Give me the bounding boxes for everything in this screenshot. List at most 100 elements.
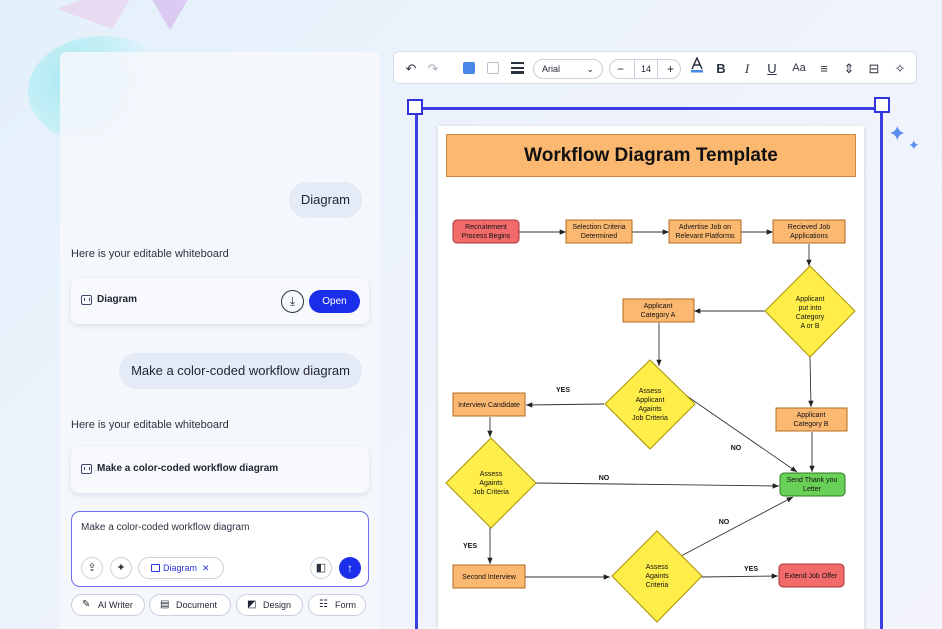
undo-icon[interactable]: ↶: [405, 61, 417, 76]
document-icon: ▤: [160, 599, 170, 610]
node-process[interactable]: [668, 219, 742, 244]
sparkle-icon: ✦: [908, 137, 920, 153]
magic-wand-icon: ✎: [82, 599, 91, 610]
edge-label-yes: YES: [744, 566, 758, 573]
tool-label: AI Writer: [98, 600, 133, 610]
stroke-color-swatch[interactable]: [487, 62, 499, 74]
line-weight-icon[interactable]: [511, 62, 524, 74]
edge-label-yes: YES: [556, 387, 570, 394]
underline-button[interactable]: U: [767, 61, 777, 76]
user-message: Diagram: [288, 182, 362, 218]
node-text: Process Begins: [462, 233, 511, 240]
node-decision[interactable]: [445, 437, 537, 529]
ai-writer-button[interactable]: ✎ AI Writer: [71, 594, 145, 616]
selection-frame[interactable]: [415, 107, 883, 629]
design-icon: ◩: [247, 599, 257, 610]
diagram-tag-label: Diagram: [163, 563, 198, 573]
send-button[interactable]: ↑: [339, 557, 361, 579]
node-text: Interview Candidate: [458, 402, 520, 409]
font-size-stepper[interactable]: − 14 +: [609, 59, 681, 79]
diagram-icon: [151, 564, 160, 572]
form-icon: ☷: [319, 599, 328, 610]
decrease-size-button[interactable]: −: [617, 62, 625, 76]
font-size-value[interactable]: 14: [634, 60, 658, 78]
upload-icon[interactable]: ⇪: [81, 557, 103, 579]
node-text: Applicant: [636, 397, 665, 404]
node-process[interactable]: [772, 219, 846, 244]
open-button[interactable]: Open: [309, 290, 360, 313]
node-text: Assess: [646, 564, 669, 571]
tool-label: Form: [335, 600, 356, 610]
chat-input[interactable]: Make a color-coded workflow diagram ⇪ ✦ …: [71, 511, 369, 587]
node-start[interactable]: [452, 219, 520, 244]
node-end[interactable]: [779, 472, 846, 497]
node-text: Applicant: [644, 303, 673, 310]
whiteboard-card[interactable]: Diagram ⤓ Open: [71, 278, 369, 324]
chat-input-text[interactable]: Make a color-coded workflow diagram: [81, 522, 250, 533]
node-text: Againts: [645, 573, 669, 580]
node-process[interactable]: [452, 564, 526, 589]
node-text: Applicant: [797, 412, 826, 419]
connectors: [487, 229, 815, 580]
node-text: Relevant Platforms: [675, 233, 735, 240]
library-icon[interactable]: ◧: [310, 557, 332, 579]
edge-label-no: NO: [731, 445, 742, 452]
node-text: Assess: [639, 388, 662, 395]
chevron-down-icon: ⌄: [586, 64, 594, 74]
text-color-icon[interactable]: [688, 52, 706, 85]
font-select-value: Arial: [542, 64, 561, 74]
node-text: Send Thank you: [787, 477, 838, 484]
format-painter-icon[interactable]: ✧: [894, 61, 906, 76]
font-select[interactable]: Arial ⌄: [533, 59, 603, 79]
node-text: Againts: [479, 480, 503, 487]
diagram-tag[interactable]: Diagram ✕: [138, 557, 224, 579]
diagram-title: Workflow Diagram Template: [446, 134, 856, 177]
increase-size-button[interactable]: +: [666, 62, 674, 76]
italic-button[interactable]: I: [744, 61, 750, 76]
edge-label-no: NO: [719, 519, 730, 526]
node-text: A or B: [800, 323, 819, 330]
node-process[interactable]: [565, 219, 633, 244]
node-process[interactable]: [775, 407, 848, 432]
download-icon: ⤓: [289, 294, 296, 308]
node-text: Determined: [581, 233, 617, 240]
node-text: Assess: [480, 471, 503, 478]
form-button[interactable]: ☷ Form: [308, 594, 366, 616]
node-text: Selection Criteria: [572, 224, 625, 231]
node-text: Category A: [641, 312, 676, 319]
node-text: Category: [796, 314, 825, 321]
magic-icon[interactable]: ✦: [110, 557, 132, 579]
assistant-message: Here is your editable whiteboard: [71, 248, 229, 260]
node-text: Applications: [790, 233, 828, 240]
edge-label-no: NO: [599, 475, 610, 482]
redo-icon[interactable]: ↷: [427, 61, 439, 76]
layer-icon[interactable]: ⊟: [868, 61, 880, 76]
bold-button[interactable]: B: [716, 61, 726, 76]
node-text: Extend Job Offer: [785, 573, 838, 580]
fill-color-swatch[interactable]: [463, 62, 475, 74]
whiteboard-icon: [81, 295, 92, 305]
resize-handle[interactable]: [407, 99, 423, 115]
node-end[interactable]: [778, 563, 845, 588]
node-text: put into: [799, 305, 822, 312]
node-process[interactable]: [622, 298, 695, 323]
document-button[interactable]: ▤Document: [149, 594, 231, 616]
node-decision[interactable]: [611, 530, 703, 623]
align-left-icon[interactable]: ≡: [820, 61, 828, 76]
text-case-button[interactable]: Aa: [792, 62, 806, 74]
whiteboard-card[interactable]: Make a color-coded workflow diagram: [71, 447, 369, 493]
line-spacing-icon[interactable]: ⇕: [843, 61, 855, 76]
node-text: Advertise Job on: [679, 224, 731, 231]
node-text: Second Interview: [462, 574, 517, 581]
close-icon[interactable]: ✕: [202, 563, 210, 573]
design-button[interactable]: ◩Design: [236, 594, 303, 616]
node-text: Recieved Job: [788, 224, 831, 231]
node-decision[interactable]: [604, 359, 696, 450]
resize-handle[interactable]: [874, 97, 890, 113]
node-process[interactable]: [452, 392, 526, 417]
node-text: Applicant: [796, 296, 825, 303]
node-decision[interactable]: [764, 265, 856, 358]
download-button[interactable]: ⤓: [281, 290, 304, 313]
whiteboard-card-label: Make a color-coded workflow diagram: [97, 463, 279, 474]
